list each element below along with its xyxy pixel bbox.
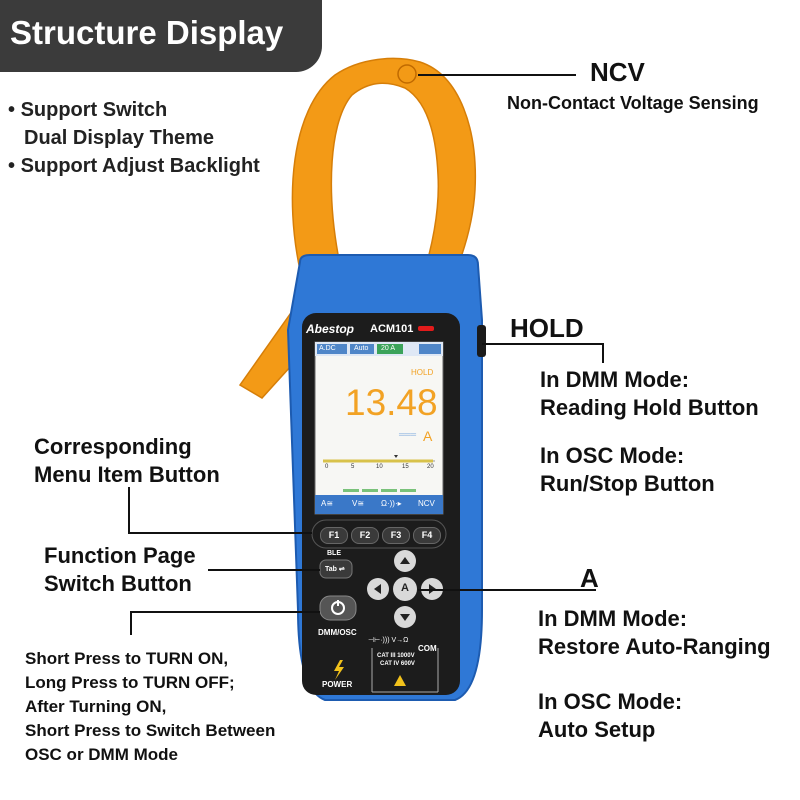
menu-line: Corresponding: [34, 434, 192, 459]
ncv-leader-line: [418, 74, 576, 76]
ncv-description: Non-Contact Voltage Sensing: [507, 93, 759, 113]
tab-button: [319, 559, 353, 579]
softkey-ncv: NCV: [418, 499, 435, 508]
function-leader-line: [208, 569, 320, 571]
header-banner: [0, 0, 322, 72]
feature-text: Support Switch: [20, 99, 168, 121]
power-description: Short Press to TURN ON, Long Press to TU…: [25, 647, 275, 767]
hold-leader-line: [602, 343, 604, 363]
lightning-icon: [334, 660, 344, 680]
scale-tick: 5: [351, 464, 355, 470]
power-line: Short Press to Switch Between: [25, 721, 276, 740]
power-line: Short Press to TURN ON,: [25, 649, 229, 668]
main-reading: 13.48: [345, 382, 438, 423]
hold-indicator: HOLD: [411, 368, 434, 377]
auto-button: [393, 577, 417, 601]
function-line: Switch Button: [44, 571, 192, 596]
a-line: Auto Setup: [538, 717, 656, 742]
softkey-ohm: Ω·))·▸: [381, 499, 402, 508]
a-line: Restore Auto-Ranging: [538, 634, 771, 659]
softkey-a: A≅: [321, 499, 334, 508]
cat-rating: CAT IV 600V: [380, 661, 415, 667]
f1-button[interactable]: F1: [320, 527, 348, 544]
scale-tick: 10: [376, 464, 383, 470]
ncv-sensor-mark: [397, 64, 417, 84]
hold-title: HOLD: [510, 313, 584, 343]
power-button: [319, 595, 357, 621]
auto-button-label: A: [401, 582, 409, 594]
brand-logo: Abestop: [306, 322, 354, 336]
f2-button[interactable]: F2: [351, 527, 379, 544]
power-line: Long Press to TURN OFF;: [25, 673, 235, 692]
feature-bullet: • Support Adjust Backlight: [8, 155, 260, 177]
tab-label: Tab ⇌: [325, 566, 345, 573]
feature-text: Dual Display Theme: [24, 127, 215, 149]
power-leader-line: [130, 611, 132, 635]
status-range: Auto: [354, 345, 369, 352]
f3-button[interactable]: F3: [382, 527, 410, 544]
power-leader-line: [130, 611, 320, 613]
feature-bullet: • Support Switch: [8, 99, 168, 121]
display-screen: [314, 341, 444, 515]
cat-rating: CAT III 1000V: [377, 653, 415, 659]
hold-line: In OSC Mode:: [540, 443, 685, 468]
status-scale: 20 A: [381, 345, 396, 352]
f4-button[interactable]: F4: [413, 527, 441, 544]
bar-pointer: [394, 455, 398, 458]
warning-icon: [394, 675, 406, 686]
reading-unit: A: [423, 428, 433, 444]
status-led: [418, 326, 434, 331]
com-label: COM: [418, 644, 437, 653]
ble-label: BLE: [327, 550, 341, 557]
clamp-jaw: [291, 57, 477, 286]
power-label: POWER: [322, 680, 353, 689]
hold-line: Reading Hold Button: [540, 395, 759, 420]
power-line: After Turning ON,: [25, 697, 167, 716]
function-line: Function Page: [44, 543, 196, 568]
hold-line: Run/Stop Button: [540, 471, 715, 496]
menu-leader-line: [128, 487, 130, 533]
menu-line: Menu Item Button: [34, 462, 220, 487]
scale-tick: 0: [325, 464, 329, 470]
dc-symbol: ═══: [399, 430, 417, 439]
power-line: OSC or DMM Mode: [25, 745, 178, 764]
scale-tick: 15: [402, 464, 409, 470]
a-line: In OSC Mode:: [538, 689, 683, 714]
ncv-title: NCV: [590, 57, 645, 87]
hold-leader-line: [482, 343, 604, 345]
power-mode-label: DMM/OSC: [318, 628, 357, 637]
status-mode: A.DC: [319, 345, 336, 352]
hold-side-button: [477, 325, 486, 357]
auto-leader-line: [418, 589, 596, 591]
softkey-v: V≅: [352, 499, 365, 508]
terminal-symbols: ⊣⊢·))) V→Ω: [368, 637, 409, 644]
a-line: In DMM Mode:: [538, 606, 688, 631]
page-title: Structure Display: [10, 14, 284, 51]
a-title: A: [580, 563, 599, 593]
scale-tick: 20: [427, 464, 434, 470]
hold-line: In DMM Mode:: [540, 367, 690, 392]
menu-leader-line: [128, 532, 312, 534]
model-label: ACM101: [370, 323, 414, 335]
feature-text: Support Adjust Backlight: [20, 155, 260, 177]
